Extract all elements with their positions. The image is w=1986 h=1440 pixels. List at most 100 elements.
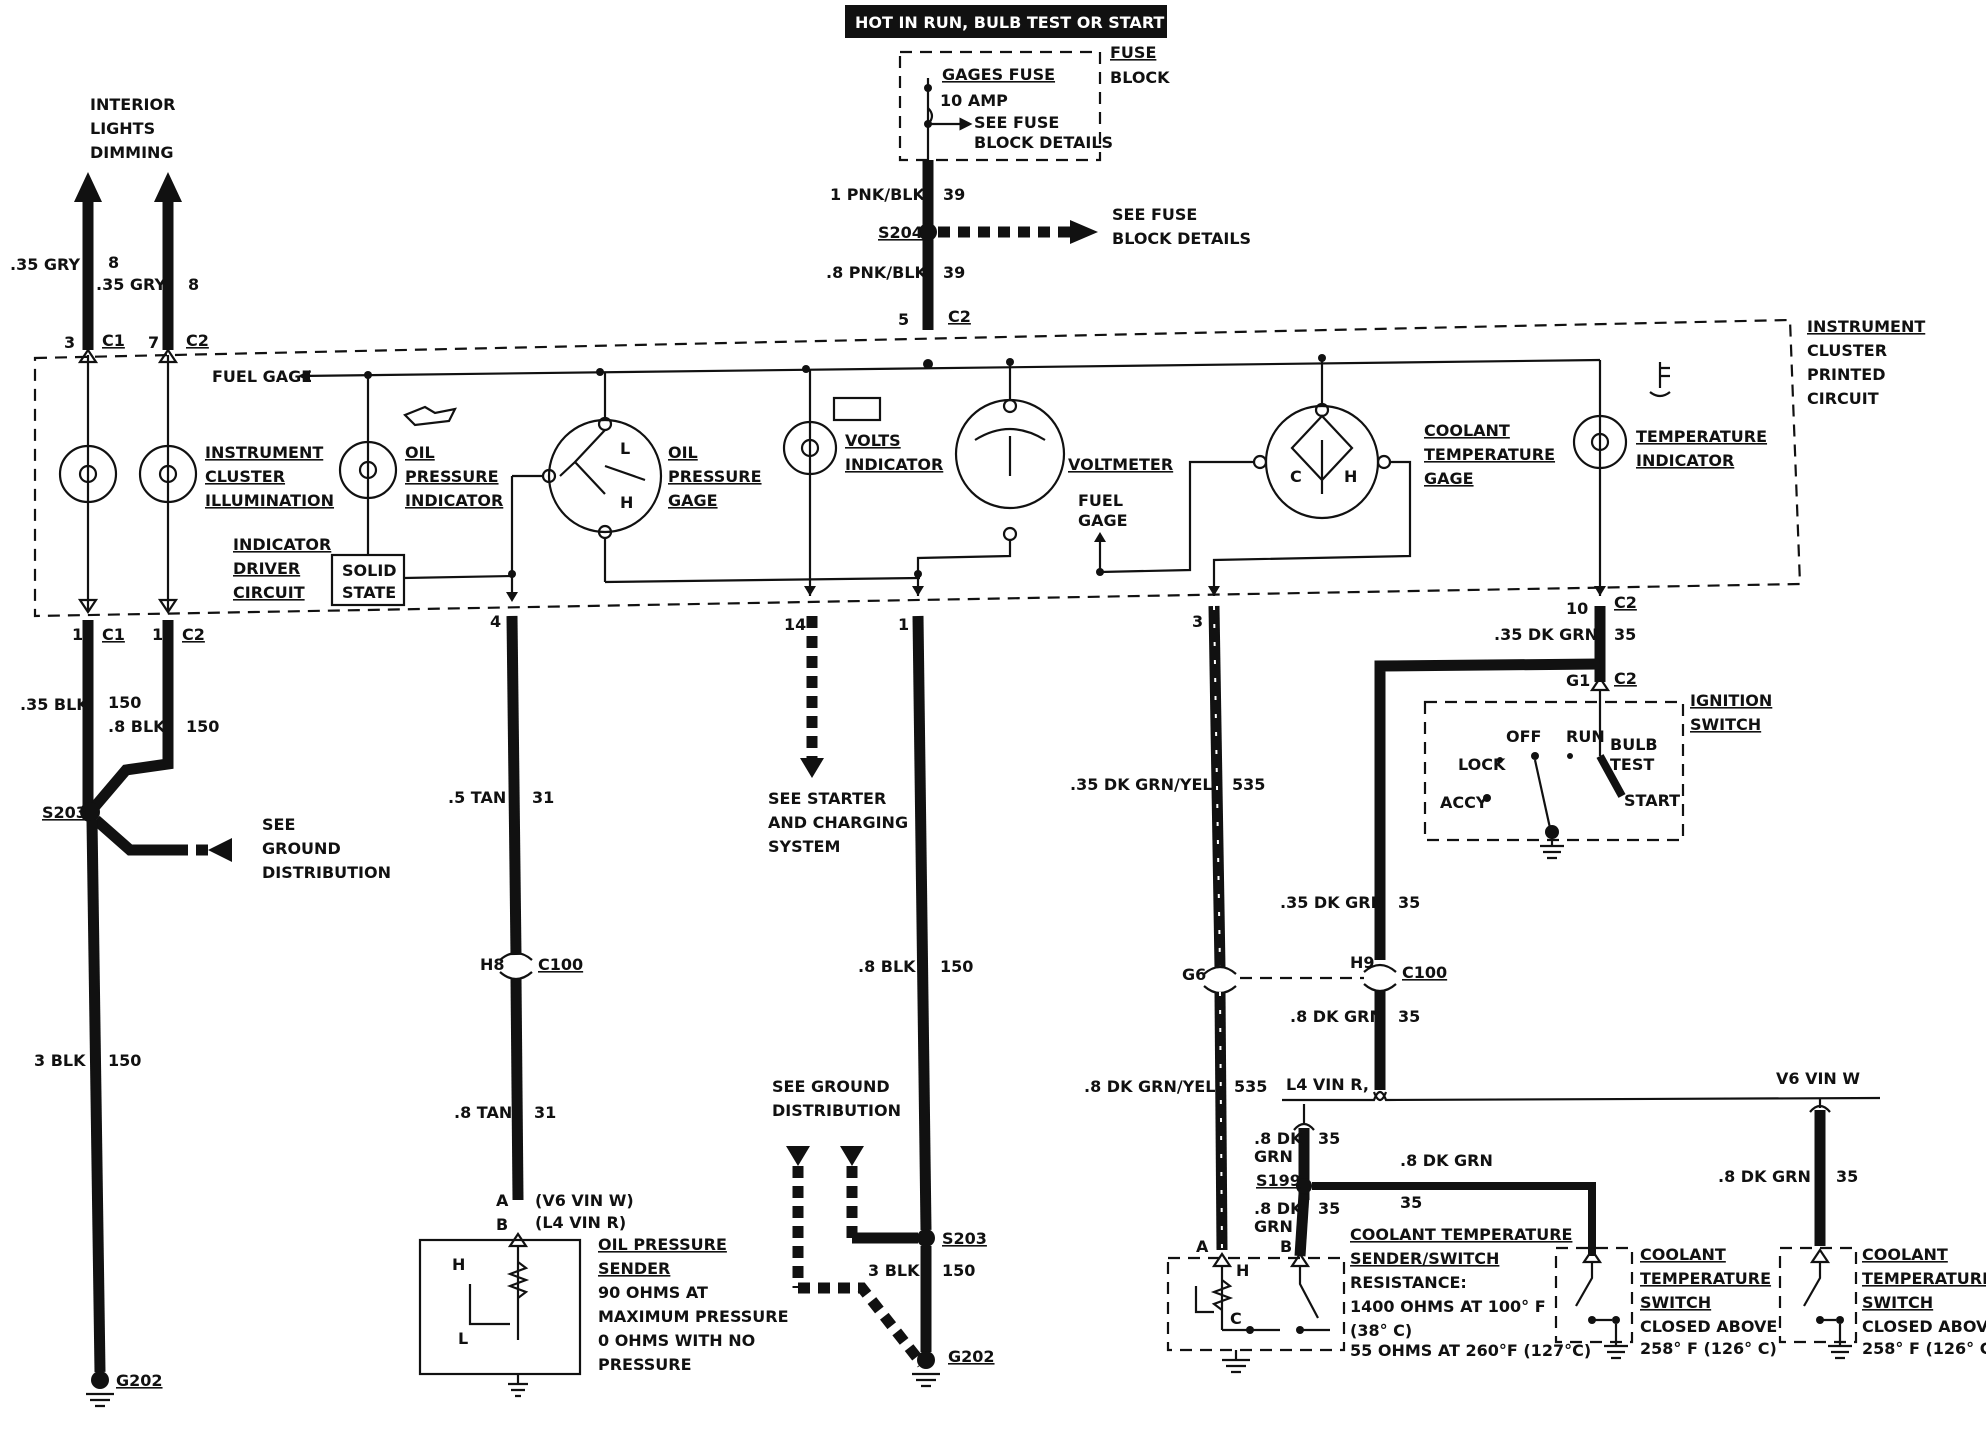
temp-ind-label-2: INDICATOR xyxy=(1636,451,1734,470)
oil-pin-a: A xyxy=(496,1191,509,1210)
cluster-title-4: CIRCUIT xyxy=(1807,389,1879,408)
connector-icon xyxy=(1809,1104,1831,1113)
interior-label-2: LIGHTS xyxy=(90,119,155,138)
stripe xyxy=(1213,605,1221,969)
ground-icon xyxy=(508,1374,528,1398)
pin-c2-bot: 1 xyxy=(152,625,163,644)
ign-v6: V6 VIN W xyxy=(1776,1069,1860,1088)
pin-c2-top: 7 xyxy=(148,333,159,352)
oil-h8: H8 xyxy=(480,955,505,974)
fuel-gage-arrow xyxy=(298,370,310,382)
wire-top-1-num: 39 xyxy=(943,185,965,204)
ign-run: RUN xyxy=(1566,727,1605,746)
coolant-g6: G6 xyxy=(1182,965,1206,984)
gage-l: L xyxy=(620,439,630,458)
see-ground-3: DISTRIBUTION xyxy=(262,863,391,882)
ign-lock: LOCK xyxy=(1458,755,1506,774)
illum-label-1: INSTRUMENT xyxy=(205,443,323,462)
ign-title-2: SWITCH xyxy=(1690,715,1761,734)
switch-2-label-5: 258° F (126° C) xyxy=(1862,1339,1986,1358)
splice-s204-label: S204 xyxy=(878,223,923,242)
coolant-pin: 3 xyxy=(1192,612,1203,631)
starter-pin: 14 xyxy=(784,615,806,634)
fuse-block-label-2: BLOCK xyxy=(1110,68,1170,87)
c100-connector-icon xyxy=(499,951,533,981)
switch-1-label-3: SWITCH xyxy=(1640,1293,1711,1312)
filament-icon xyxy=(358,460,378,480)
starter-wire-3blk-num: 150 xyxy=(942,1261,975,1280)
switch-2-label-4: CLOSED ABOVE xyxy=(1862,1317,1986,1336)
gage-coil-icon xyxy=(1290,414,1354,494)
connector-icon xyxy=(1211,1252,1233,1268)
coolant-sender-5: (38° C) xyxy=(1350,1321,1412,1340)
solid-label-2: STATE xyxy=(342,583,396,602)
oil-gage-label-3: GAGE xyxy=(668,491,718,510)
wire-top-2-num: 39 xyxy=(943,263,965,282)
switch-2-label-1: COOLANT xyxy=(1862,1245,1948,1264)
wire-blk-a-num: 150 xyxy=(108,693,141,712)
oil-vin-w: (V6 VIN W) xyxy=(535,1191,634,1210)
fuse-dot xyxy=(924,84,932,92)
coolant-sender-3: RESISTANCE: xyxy=(1350,1273,1467,1292)
splice-s203 xyxy=(80,802,100,822)
ign-wire-f-2: GRN xyxy=(1254,1217,1293,1236)
term-icon xyxy=(1376,454,1392,470)
switch-1-label-2: TEMPERATURE xyxy=(1640,1269,1771,1288)
wire-gry-b-num: 8 xyxy=(188,275,199,294)
wire-top-2: .8 PNK/BLK xyxy=(826,263,928,282)
connector-icon xyxy=(77,348,99,364)
oil-pin-b: B xyxy=(496,1215,508,1234)
illum-label-2: CLUSTER xyxy=(205,467,285,486)
volts-label-2: INDICATOR xyxy=(845,455,943,474)
solid-state-box xyxy=(330,553,406,607)
bulb-icon xyxy=(58,444,118,504)
cluster-title-3: PRINTED xyxy=(1807,365,1886,384)
voltmeter-lead xyxy=(916,540,1012,578)
starter-wire-3blk: 3 BLK xyxy=(868,1261,920,1280)
cluster-bus xyxy=(299,358,1601,378)
blk-wire-2 xyxy=(87,620,174,814)
switch-icon xyxy=(1575,1262,1612,1322)
ign-wire-b: .35 DK GRN xyxy=(1280,893,1384,912)
ground-icon xyxy=(1604,1324,1628,1360)
filament-icon xyxy=(800,438,820,458)
arrow-down xyxy=(506,592,518,602)
arrow-down xyxy=(1208,586,1220,596)
switch-icon xyxy=(1803,1262,1836,1322)
c1-top: C1 xyxy=(102,331,125,350)
coolant-wire-b-num: 535 xyxy=(1234,1077,1267,1096)
ign-g1: G1 xyxy=(1566,671,1590,690)
bulb-icon xyxy=(782,420,838,476)
oil-l: L xyxy=(458,1329,468,1348)
switch-2-label-2: TEMPERATURE xyxy=(1862,1269,1986,1288)
tan-wire-2 xyxy=(510,977,524,1201)
connector-icon xyxy=(77,598,99,614)
grn-wire-4 xyxy=(1312,1182,1596,1256)
wire-blk-a: .35 BLK xyxy=(20,695,89,714)
ign-accy: ACCY xyxy=(1440,793,1488,812)
ign-bulb-2: TEST xyxy=(1610,755,1654,774)
volts-label-1: VOLTS xyxy=(845,431,901,450)
connector-icon xyxy=(1809,1248,1831,1264)
wire-tan-a: .5 TAN xyxy=(448,788,506,807)
fuel-gage-2-label-b: GAGE xyxy=(1078,511,1128,530)
arrow-down xyxy=(840,1146,864,1166)
fuel-gage-label: FUEL GAGE xyxy=(212,367,312,386)
fuse-amp-label: 10 AMP xyxy=(940,91,1008,110)
pin-c1-bot: 1 xyxy=(72,625,83,644)
term-icon xyxy=(1252,454,1268,470)
blk-wire-4 xyxy=(912,615,932,1231)
starter-wire-blk-num: 150 xyxy=(940,957,973,976)
node xyxy=(1612,1316,1620,1324)
ign-bulb-1: BULB xyxy=(1610,735,1658,754)
option-bridge xyxy=(1372,1091,1388,1102)
arrow-up xyxy=(74,172,102,202)
ign-dot xyxy=(1531,752,1539,760)
ign-wire-e: .8 DK GRN xyxy=(1400,1151,1493,1170)
ign-wire-f-num: 35 xyxy=(1318,1199,1340,1218)
ign-title-1: IGNITION xyxy=(1690,691,1772,710)
temperature-icon xyxy=(1649,362,1671,398)
coolant-sender-1: COOLANT TEMPERATURE xyxy=(1350,1225,1572,1244)
wire-top-1: 1 PNK/BLK xyxy=(830,185,925,204)
